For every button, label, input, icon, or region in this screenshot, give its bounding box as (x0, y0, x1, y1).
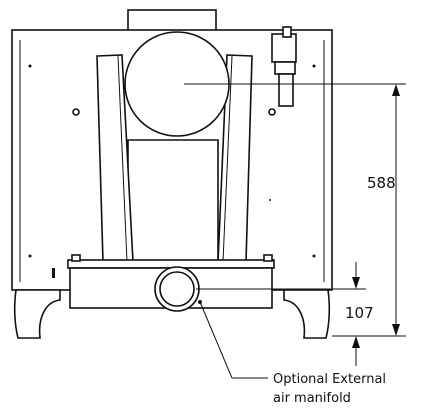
left-column-edge (117, 55, 128, 263)
screw-dot (312, 64, 316, 68)
dim-arrow-107-up (352, 336, 360, 348)
vent-pipe (278, 73, 294, 107)
vent-neck (274, 61, 296, 75)
bolt-hole-right (268, 108, 276, 116)
foot-left (13, 289, 61, 339)
bolt-hole-left (72, 108, 80, 116)
handle-mark (52, 268, 55, 278)
top-flue-collar (127, 9, 217, 33)
ledge-tab-left (71, 254, 81, 262)
dim-arrow-up (392, 84, 400, 96)
screw-dot (28, 254, 32, 258)
foot-right (283, 289, 331, 339)
dimension-107-label: 107 (345, 304, 374, 322)
callout-line-1: Optional External (273, 372, 387, 387)
dim-arrow-down (392, 324, 400, 336)
right-column-edge (222, 55, 233, 263)
screw-dot (28, 64, 32, 68)
base-ledge (67, 259, 275, 269)
screw-dot (312, 254, 316, 258)
screw-dot (269, 199, 271, 201)
callout-line-2: air manifold (273, 391, 351, 406)
dim-arrow-107-down (352, 277, 360, 289)
dimension-588-label: 588 (367, 174, 396, 192)
vent-cap (282, 26, 292, 38)
callout-leader (199, 301, 268, 379)
vent-box (271, 33, 297, 63)
ledge-tab-right (263, 254, 273, 262)
manifold-inlet-inner (159, 271, 195, 307)
